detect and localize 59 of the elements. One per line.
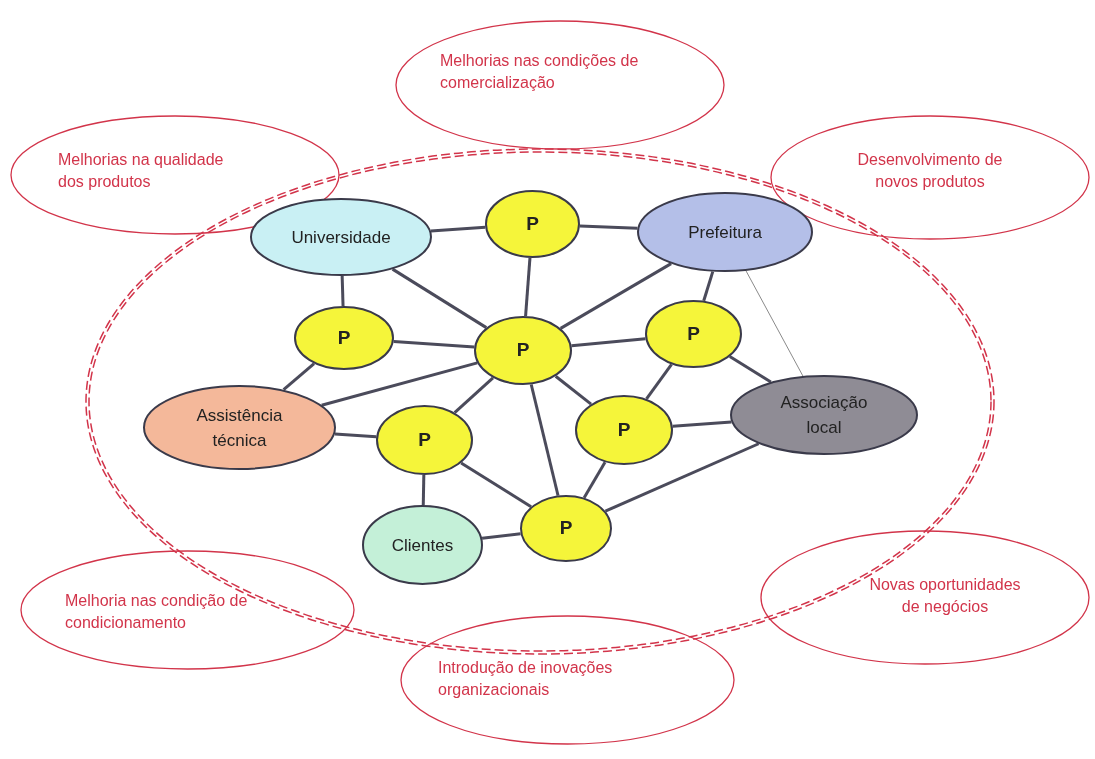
node-label: P	[516, 338, 530, 363]
producer-circle	[645, 300, 742, 368]
connector-line	[334, 432, 377, 439]
producer-circle	[376, 405, 473, 475]
actor-ellipse	[143, 385, 336, 470]
node-label: P	[559, 516, 573, 541]
producer-circle	[294, 306, 394, 370]
producer-circle	[520, 495, 612, 562]
actor-ellipse	[637, 192, 813, 272]
node-label: Novas oportunidades de negócios	[868, 575, 1022, 617]
connector-line	[579, 224, 638, 230]
node-label: P	[687, 321, 700, 346]
connector-line	[282, 362, 316, 391]
node-label: P	[337, 325, 351, 350]
producer-circle	[485, 190, 580, 258]
connector-line	[554, 375, 592, 406]
actor-ellipse	[250, 198, 432, 276]
goal-ellipse	[770, 115, 1090, 240]
connector-line	[393, 339, 475, 349]
node-label: P	[617, 417, 631, 442]
goal-ellipse	[395, 20, 725, 150]
connector-line	[745, 270, 804, 377]
connector-line	[604, 442, 760, 513]
goal-ellipse	[400, 615, 735, 745]
node-label: Introdução de inovações organizacionais	[438, 658, 614, 700]
connector-line	[524, 257, 532, 317]
node-label: Assistência técnica	[195, 404, 284, 452]
goal-ellipse	[20, 550, 355, 670]
connector-line	[421, 474, 426, 506]
node-label: Prefeitura	[688, 221, 762, 244]
node-label: Clientes	[391, 534, 454, 557]
node-label: Melhorias na qualidade dos produtos	[58, 150, 225, 192]
node-label: Melhorias nas condições de comercialização	[440, 51, 640, 93]
connector-line	[453, 376, 494, 414]
connector-line	[481, 532, 521, 540]
connector-line	[645, 363, 673, 400]
connector-line	[391, 267, 488, 329]
node-label: P	[526, 211, 539, 236]
node-label: Melhoria nas condição de condicionamento	[65, 591, 249, 633]
actor-ellipse	[730, 375, 918, 455]
goal-ellipse	[760, 530, 1090, 665]
connector-line	[672, 420, 732, 428]
connector-line	[571, 337, 646, 348]
connector-line	[340, 275, 345, 307]
connector-line	[559, 262, 672, 330]
connector-line	[430, 225, 486, 233]
connector-line	[321, 361, 478, 407]
node-label: Universidade	[291, 226, 391, 249]
producer-circle	[474, 316, 572, 385]
actor-ellipse	[362, 505, 483, 585]
node-label: P	[418, 427, 431, 452]
connector-line	[729, 355, 772, 384]
connector-line	[460, 461, 532, 508]
node-label: Desenvolvimento de novos produtos	[856, 150, 1004, 192]
producer-circle	[575, 395, 673, 465]
connector-line	[702, 271, 715, 302]
connector-line	[582, 461, 607, 499]
connector-line	[529, 384, 560, 496]
node-label: Associação local	[779, 392, 869, 439]
